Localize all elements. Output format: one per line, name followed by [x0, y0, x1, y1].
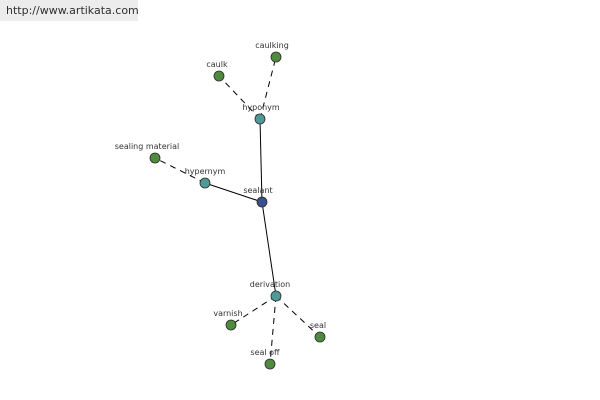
node-label-seal: seal: [310, 321, 326, 330]
node-label-hypernym: hypernym: [185, 167, 226, 176]
edge-sealant-to-derivation: [261, 201, 277, 297]
node-caulk[interactable]: [213, 70, 225, 82]
node-label-caulking: caulking: [255, 41, 289, 50]
edge-sealant-to-hyponym: [259, 118, 263, 203]
node-sealant[interactable]: [256, 196, 268, 208]
node-derivation[interactable]: [270, 290, 282, 302]
node-caulking[interactable]: [270, 51, 282, 63]
edge-derivation-to-seal-off: [269, 295, 277, 365]
node-label-caulk: caulk: [206, 60, 228, 69]
node-hypernym[interactable]: [199, 177, 211, 189]
node-label-sealing-material: sealing material: [115, 142, 180, 151]
node-label-varnish: varnish: [213, 309, 242, 318]
node-sealing-material[interactable]: [149, 152, 161, 164]
edge-hypernym-to-sealing-material: [154, 157, 206, 184]
node-label-sealant: sealant: [243, 186, 272, 195]
node-seal-off[interactable]: [264, 358, 276, 370]
nodes-layer: [149, 51, 326, 370]
node-seal[interactable]: [314, 331, 326, 343]
edge-derivation-to-varnish: [230, 295, 277, 326]
edges-layer: [154, 56, 321, 365]
edge-sealant-to-hypernym: [204, 182, 263, 203]
node-label-seal-off: seal off: [250, 348, 280, 357]
edge-hyponym-to-caulk: [218, 75, 261, 120]
node-hyponym[interactable]: [254, 113, 266, 125]
node-label-hyponym: hyponym: [242, 103, 280, 112]
url-banner[interactable]: http://www.artikata.com: [0, 0, 139, 21]
node-varnish[interactable]: [225, 319, 237, 331]
labels-layer: sealant hyponym hypernym derivation caulk cau…: [115, 41, 326, 357]
node-label-derivation: derivation: [250, 280, 290, 289]
edge-derivation-to-seal: [275, 295, 321, 338]
